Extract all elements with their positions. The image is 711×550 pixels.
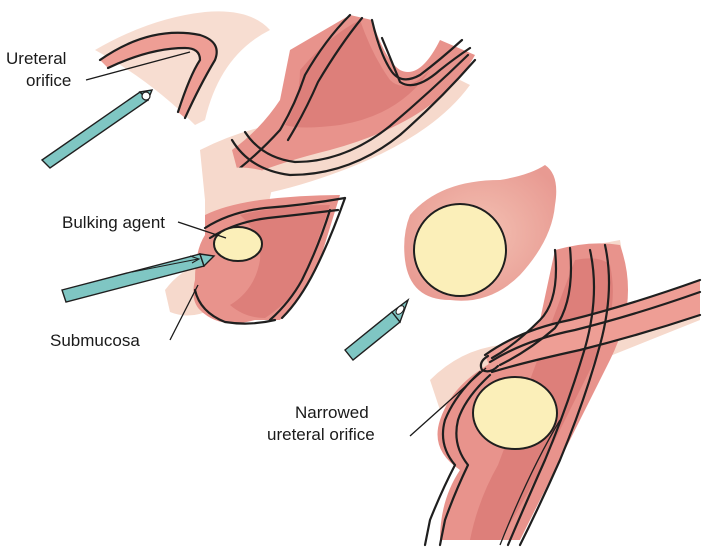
bulge-agent bbox=[413, 203, 507, 297]
label-submucosa: Submucosa bbox=[50, 284, 199, 350]
label-ureteral-orifice-line1: Ureteral bbox=[6, 49, 66, 68]
needle-1 bbox=[40, 89, 154, 169]
leader-submucosa bbox=[169, 284, 199, 341]
top-flap-outer-edge bbox=[98, 31, 218, 120]
leader-ureteral-orifice bbox=[85, 51, 191, 81]
ureter-mid-bottom bbox=[193, 288, 277, 325]
narrowed-wall-left-lower bbox=[423, 370, 482, 547]
label-narrowed-orifice: Narrowed ureteral orifice bbox=[267, 367, 487, 444]
crossing-band-bottom bbox=[490, 313, 702, 374]
narrowed-wall-left-lower-inner bbox=[438, 373, 492, 547]
panel-narrowed-orifice bbox=[423, 240, 702, 547]
narrowed-bulking-agent bbox=[472, 376, 558, 450]
ureter-upper-lumen bbox=[285, 20, 430, 128]
crossing-band-top-inner bbox=[488, 290, 702, 364]
ureter-upper-bottom-inner bbox=[243, 53, 470, 164]
label-ureteral-orifice: Ureteral orifice bbox=[6, 49, 191, 90]
orifice-curl bbox=[479, 354, 500, 373]
label-ureteral-orifice-line2: orifice bbox=[26, 71, 71, 90]
needle-3 bbox=[344, 298, 410, 361]
label-submucosa-text: Submucosa bbox=[50, 331, 140, 350]
label-bulking-agent: Bulking agent bbox=[62, 213, 227, 239]
ureter-upper-wall-right bbox=[370, 18, 464, 81]
top-flap-inner-edge bbox=[106, 46, 202, 114]
label-narrowed-line1: Narrowed bbox=[295, 403, 369, 422]
narrowed-wall-left bbox=[490, 248, 558, 360]
top-flap bbox=[100, 32, 217, 118]
narrowed-wall-left-inner bbox=[498, 246, 573, 367]
ureter-upper-wall-right-inner bbox=[380, 36, 472, 87]
leader-narrowed-orifice bbox=[409, 367, 487, 437]
bulking-agent-blob bbox=[213, 226, 263, 262]
needle-2 bbox=[61, 253, 216, 303]
ureter-upper-wall-left-inner bbox=[286, 16, 364, 142]
leader-bulking-agent bbox=[177, 221, 227, 239]
ureter-mid-right-wall-inner bbox=[268, 208, 332, 322]
label-bulking-agent-text: Bulking agent bbox=[62, 213, 165, 232]
panel-bulge-view bbox=[344, 165, 557, 361]
panel-injection bbox=[61, 167, 347, 325]
ureter-mid-outer-top bbox=[203, 196, 347, 230]
ureter-upper-bottom bbox=[230, 58, 477, 177]
label-narrowed-line2: ureteral orifice bbox=[267, 425, 375, 444]
panel-normal-orifice bbox=[40, 11, 477, 200]
ureter-mid-right-wall bbox=[280, 196, 347, 320]
narrowed-wall-center bbox=[499, 419, 561, 546]
narrowed-wall-right-inner bbox=[506, 248, 596, 547]
narrowed-wall-right bbox=[518, 243, 611, 547]
crossing-band-top bbox=[483, 278, 702, 357]
